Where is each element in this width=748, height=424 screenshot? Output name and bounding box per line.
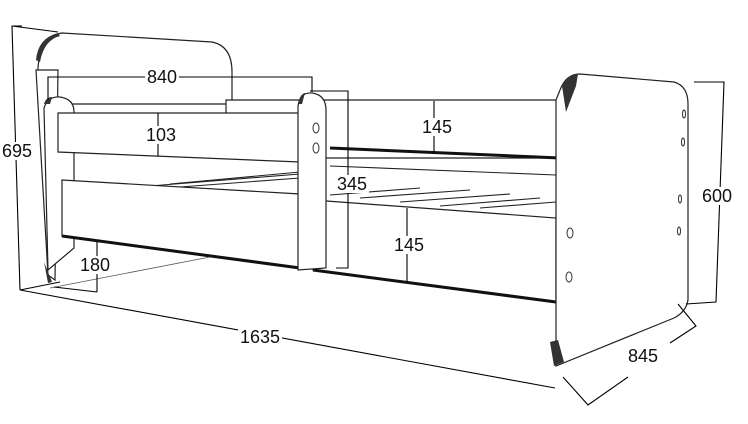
front-guard-rail (57, 112, 301, 163)
dim-label-total-width: 845 (626, 346, 661, 366)
front-drawer-panel (312, 199, 557, 304)
foot-hole-2 (565, 271, 573, 283)
dim-label-total-height: 695 (0, 141, 35, 161)
right-footboard (550, 73, 689, 367)
foot-edge-hole-1 (682, 109, 686, 119)
dim-label-footboard-height: 600 (700, 186, 735, 206)
dim-label-total-length: 1635 (238, 327, 283, 347)
foot-edge-hole-3 (678, 194, 682, 204)
dim-label-side-clearance: 345 (335, 174, 370, 194)
foot-edge-hole-4 (677, 226, 681, 236)
foot-hole-1 (566, 227, 574, 239)
post-hole-2 (312, 142, 320, 154)
slats (139, 171, 557, 209)
dim-label-floor-clearance: 180 (78, 255, 113, 275)
dim-label-headboard-width: 840 (145, 67, 180, 87)
dim-label-drawer-height: 145 (392, 235, 427, 255)
middle-post (297, 92, 327, 271)
dim-label-rail-height: 103 (144, 125, 179, 145)
dim-label-upper-guard-height: 145 (420, 117, 455, 137)
post-hole-1 (312, 122, 320, 134)
foot-edge-hole-2 (681, 137, 685, 147)
